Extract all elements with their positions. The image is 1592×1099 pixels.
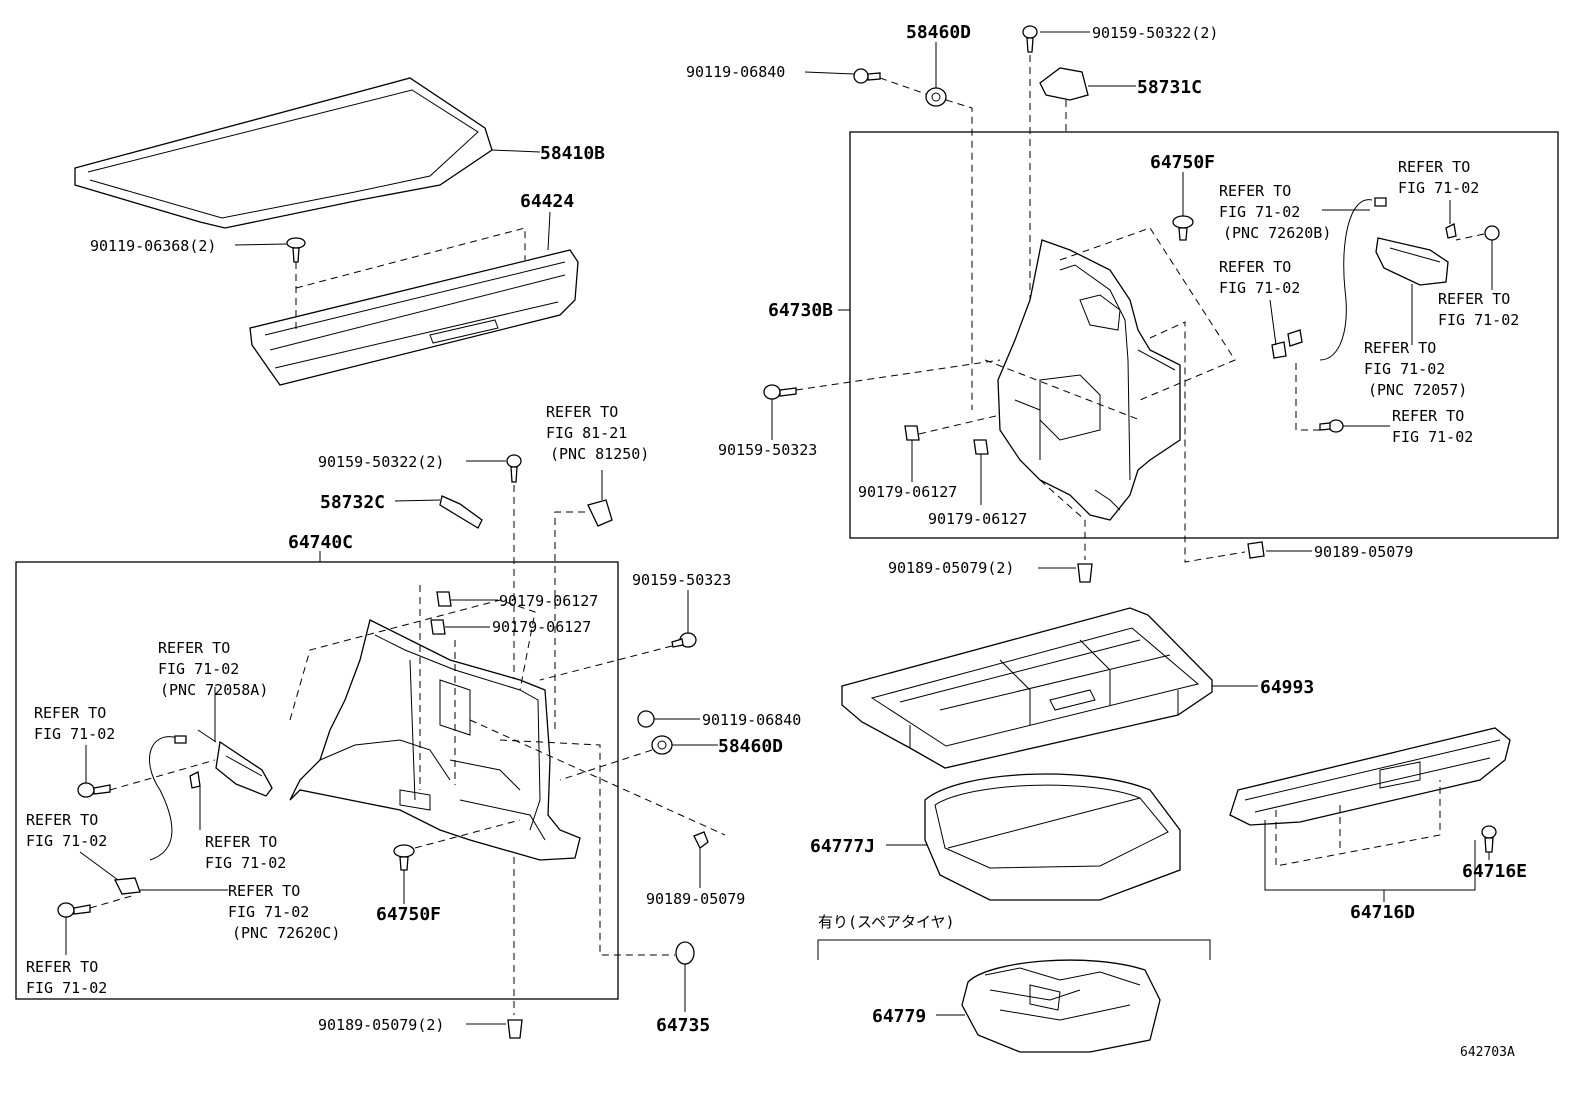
label-90159-50322-a: 90159-50322(2) — [318, 453, 444, 471]
label-90179-06127-a: 90179-06127 — [499, 592, 598, 610]
sill-plate-64716D — [1229, 727, 1511, 902]
tray-64777J — [886, 773, 1181, 901]
clip-90189-05079-2a — [466, 1019, 523, 1039]
clip-90189-05079-b — [1247, 541, 1312, 559]
label-58732C: 58732C — [320, 492, 385, 513]
clip-58732C — [394, 495, 483, 529]
label-64716E: 64716E — [1462, 861, 1527, 882]
screw-90119-06840-a — [637, 710, 700, 728]
screw-90159-50323-a — [539, 590, 697, 681]
quarter-trim-panel-left — [289, 585, 726, 956]
label-64424: 64424 — [520, 191, 574, 212]
connector-left-lower — [79, 851, 228, 895]
screw-90119-06840-b — [804, 68, 927, 95]
label-64779: 64779 — [872, 1006, 926, 1027]
figure-id: 642703A — [1460, 1045, 1515, 1060]
label-64750F-b: 64750F — [1150, 152, 1215, 173]
lamp-assembly-left — [149, 687, 273, 861]
quarter-trim-panel-right — [984, 227, 1246, 563]
label-90119-06368: 90119-06368(2) — [90, 237, 216, 255]
label-90159-50323-b: 90159-50323 — [718, 441, 817, 459]
label-58731C: 58731C — [1137, 77, 1202, 98]
clip-90189-05079-2b — [1038, 563, 1093, 583]
tool-tray-64779 — [936, 959, 1161, 1053]
clip-64716E — [1481, 825, 1497, 860]
label-64730B: 64730B — [768, 300, 833, 321]
label-90119-06840-b: 90119-06840 — [686, 63, 785, 81]
label-90189-05079-2a: 90189-05079(2) — [318, 1016, 444, 1034]
label-58410B: 58410B — [540, 143, 605, 164]
spare-tire-note: 有り(スペアタイヤ) — [818, 913, 955, 931]
clip-64750F-b — [1172, 172, 1194, 241]
label-90189-05079-2b: 90189-05079(2) — [888, 559, 1014, 577]
label-64735: 64735 — [656, 1015, 710, 1036]
grommet-58460D-a — [559, 735, 718, 781]
clip-90179-06127-b — [430, 619, 490, 635]
lamp-assembly-right — [1269, 197, 1500, 433]
label-90179-06127-b: 90179-06127 — [492, 618, 591, 636]
screw-ref-left-upper — [77, 745, 216, 798]
cover-holder-64424 — [249, 211, 579, 386]
label-90119-06840-a: 90119-06840 — [702, 711, 801, 729]
screw-90159-50322-b — [1022, 25, 1090, 410]
label-64750F-a: 64750F — [376, 904, 441, 925]
group-box-64740C — [15, 561, 619, 1000]
connector-81250 — [554, 470, 613, 730]
grommet-64735 — [675, 941, 695, 1012]
label-90159-50323-a: 90159-50323 — [632, 571, 731, 589]
clip-90189-05079-a — [693, 831, 709, 888]
label-64993: 64993 — [1260, 677, 1314, 698]
label-64716D: 64716D — [1350, 902, 1415, 923]
grommet-58460D-b — [925, 42, 973, 410]
label-90189-05079-a: 90189-05079 — [646, 890, 745, 908]
screw-90119-06368 — [234, 237, 306, 263]
clip-90179-06127-d — [973, 439, 989, 505]
group-box-64730B — [849, 131, 1559, 539]
clip-64750F-a — [393, 819, 521, 904]
clip-90179-06127-c — [904, 414, 1001, 482]
label-90179-06127-c: 90179-06127 — [858, 483, 957, 501]
deck-tray-64993 — [841, 607, 1258, 769]
label-64740C: 64740C — [288, 532, 353, 553]
clip-90179-06127-a — [436, 591, 498, 607]
label-58460D-b: 58460D — [906, 22, 971, 43]
label-90159-50322-b: 90159-50322(2) — [1092, 24, 1218, 42]
spare-tire-bracket — [817, 939, 1211, 960]
screw-90159-50323-b — [763, 359, 1001, 440]
label-58460D-a: 58460D — [718, 736, 783, 757]
cover-58731C — [1039, 67, 1136, 135]
screw-ref-left-lower — [57, 894, 136, 955]
label-90179-06127-d: 90179-06127 — [928, 510, 1027, 528]
tonneau-cover-58410B — [74, 77, 541, 229]
label-90189-05079-b: 90189-05079 — [1314, 543, 1413, 561]
label-64777J: 64777J — [810, 836, 875, 857]
